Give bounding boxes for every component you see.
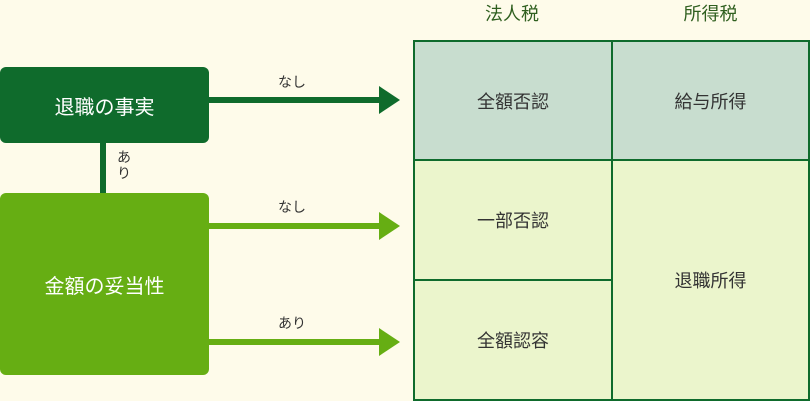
cell-partial-denial: 一部否認: [413, 159, 613, 281]
label-none-middle: なし: [278, 200, 306, 216]
label-yes-bottom: あり: [278, 316, 306, 332]
arrow-amount-none: [209, 212, 400, 240]
cell-full-approval: 全額認容: [413, 279, 613, 401]
arrow-retirement-none: [209, 86, 400, 114]
label-yes-down: あり: [117, 150, 131, 182]
header-income-tax: 所得税: [683, 4, 738, 25]
result-grid: 全額否認 給与所得 一部否認 全額認容 退職所得: [413, 40, 810, 401]
retirement-fact-box: 退職の事実: [0, 67, 209, 143]
cell-retirement-income: 退職所得: [611, 159, 810, 401]
header-corporate-tax: 法人税: [485, 4, 539, 25]
label-none-top: なし: [278, 75, 306, 91]
amount-validity-box: 金額の妥当性: [0, 193, 209, 375]
arrow-amount-yes: [209, 328, 400, 356]
cell-salary-income: 給与所得: [611, 40, 810, 161]
cell-full-denial: 全額否認: [413, 40, 613, 161]
